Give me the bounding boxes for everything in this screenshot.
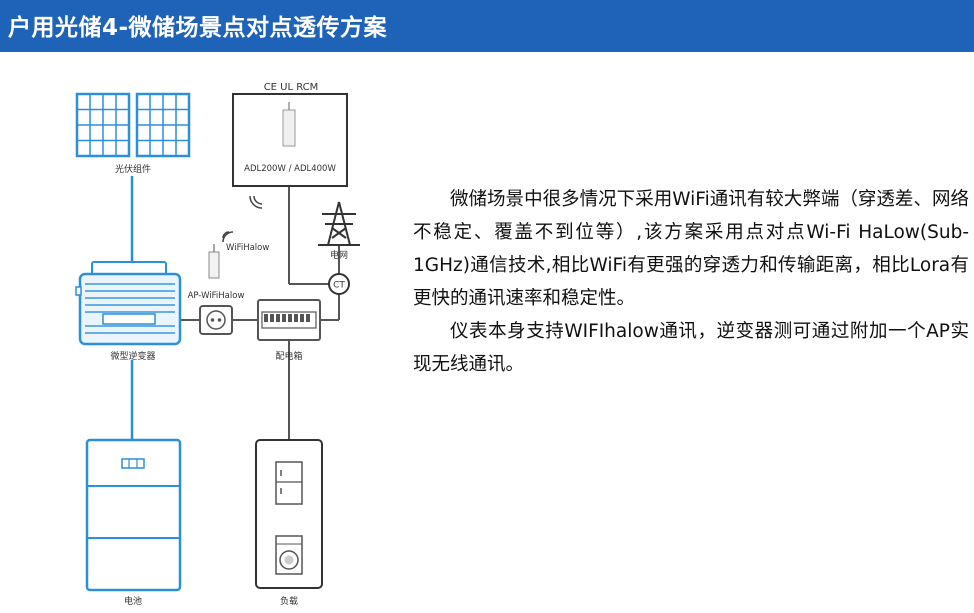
load-label: 负载 bbox=[280, 595, 298, 607]
page-title: 户用光储4-微储场景点对点透传方案 bbox=[8, 15, 388, 41]
battery-body bbox=[85, 438, 182, 592]
power-tower-icon bbox=[318, 201, 360, 246]
ct-label: CT bbox=[333, 281, 345, 291]
battery: 电池 bbox=[85, 438, 182, 607]
connection-lines bbox=[130, 176, 340, 440]
meter-device bbox=[282, 109, 296, 147]
ap-label: AP-WiFiHalow bbox=[188, 291, 245, 301]
description: 微储场景中很多情况下采用WiFi通讯有较大弊端（穿透差、网络不稳定、覆盖不到位等… bbox=[413, 183, 969, 381]
title-bar: 户用光储4-微储场景点对点透传方案 bbox=[0, 0, 974, 52]
grid-tower: 电网 bbox=[318, 201, 360, 261]
fridge-icon bbox=[275, 461, 303, 505]
meter-box: CE UL RCM ADL200W / ADL400W bbox=[232, 82, 348, 209]
load-frame bbox=[255, 439, 323, 589]
battery-label: 电池 bbox=[124, 595, 142, 607]
wifi-signal-icon bbox=[222, 231, 230, 239]
micro-inverter: 微型逆变器 bbox=[75, 261, 182, 362]
distribution-label: 配电箱 bbox=[275, 350, 302, 362]
grid-label: 电网 bbox=[330, 249, 348, 261]
wifihalow-label: WiFiHalow bbox=[226, 243, 269, 253]
distribution-box: 配电箱 bbox=[257, 299, 321, 362]
wifihalow-module: WiFiHalow AP-WiFiHalow bbox=[188, 231, 269, 301]
load: 负载 bbox=[255, 439, 323, 607]
pv-label: 光伏组件 bbox=[115, 163, 151, 175]
description-paragraph-2: 仪表本身支持WIFIhalow通讯，逆变器测可通过附加一个AP实现无线通讯。 bbox=[413, 321, 969, 375]
wifihalow-device bbox=[208, 251, 220, 279]
ct-sensor: CT bbox=[328, 273, 350, 295]
inverter-label: 微型逆变器 bbox=[110, 350, 155, 362]
ct-circle bbox=[328, 273, 350, 295]
meter-model: ADL200W / ADL400W bbox=[244, 164, 336, 174]
pv-panels: 光伏组件 bbox=[75, 92, 191, 175]
system-diagram: 光伏组件 微型逆变器 电池 WiFiHalow AP-WiFiHalow bbox=[75, 82, 360, 607]
inverter-panel bbox=[102, 313, 156, 325]
meter-certs: CE UL RCM bbox=[264, 82, 319, 93]
battery-indicator-icon bbox=[121, 458, 145, 469]
meter-signal-icon bbox=[253, 195, 263, 205]
socket bbox=[199, 305, 233, 335]
description-paragraph-1: 微储场景中很多情况下采用WiFi通讯有较大弊端（穿透差、网络不稳定、覆盖不到位等… bbox=[413, 189, 969, 309]
